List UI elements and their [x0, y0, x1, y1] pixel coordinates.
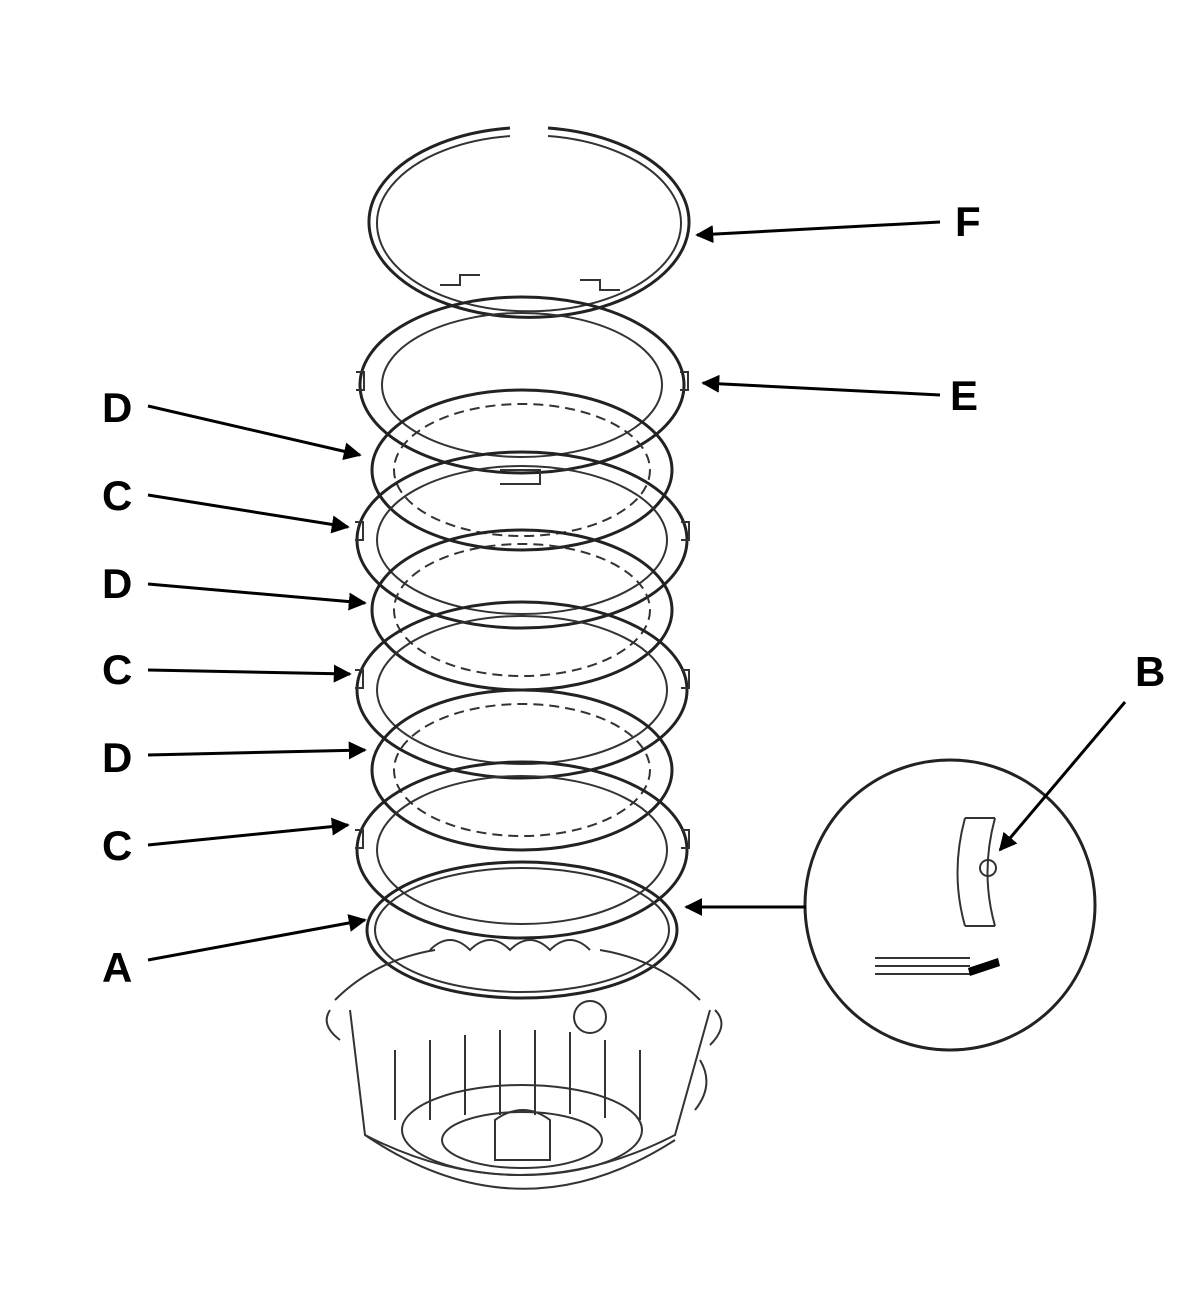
label-f: F — [955, 198, 981, 245]
leader-c-3 — [147, 817, 350, 847]
end-plate-e — [356, 274, 689, 485]
clutch-plate-c-3 — [355, 760, 690, 940]
label-d-1: D — [102, 384, 132, 431]
leader-d-2 — [147, 582, 367, 611]
leader-d-1 — [147, 404, 362, 461]
leader-a — [147, 914, 367, 962]
leader-e — [701, 374, 941, 397]
leader-d-3 — [147, 741, 367, 760]
label-c-3: C — [102, 822, 132, 869]
label-c-2: C — [102, 646, 132, 693]
label-d-2: D — [102, 560, 132, 607]
leader-c-1 — [147, 493, 350, 534]
wave-spring-a — [365, 860, 679, 1000]
snap-ring-f — [367, 126, 691, 319]
leader-b — [998, 701, 1127, 852]
clutch-drum — [325, 949, 723, 1190]
label-e: E — [950, 372, 978, 419]
clutch-plate-c-2 — [355, 600, 690, 780]
clutch-disc-d-1 — [370, 388, 674, 552]
callout-labels: F E D C D C D C A B — [102, 198, 1165, 991]
label-d-3: D — [102, 734, 132, 781]
clutch-disc-d-3 — [370, 688, 674, 852]
leader-lines — [147, 220, 1127, 962]
label-b: B — [1135, 648, 1165, 695]
clutch-stack — [355, 388, 690, 940]
leader-c-2 — [147, 664, 352, 683]
detail-magnifier — [803, 758, 1097, 1052]
label-c-1: C — [102, 472, 132, 519]
clutch-disc-d-2 — [370, 528, 674, 692]
label-a: A — [102, 944, 132, 991]
leader-f — [695, 220, 941, 244]
clutch-plate-c-1 — [355, 450, 690, 630]
